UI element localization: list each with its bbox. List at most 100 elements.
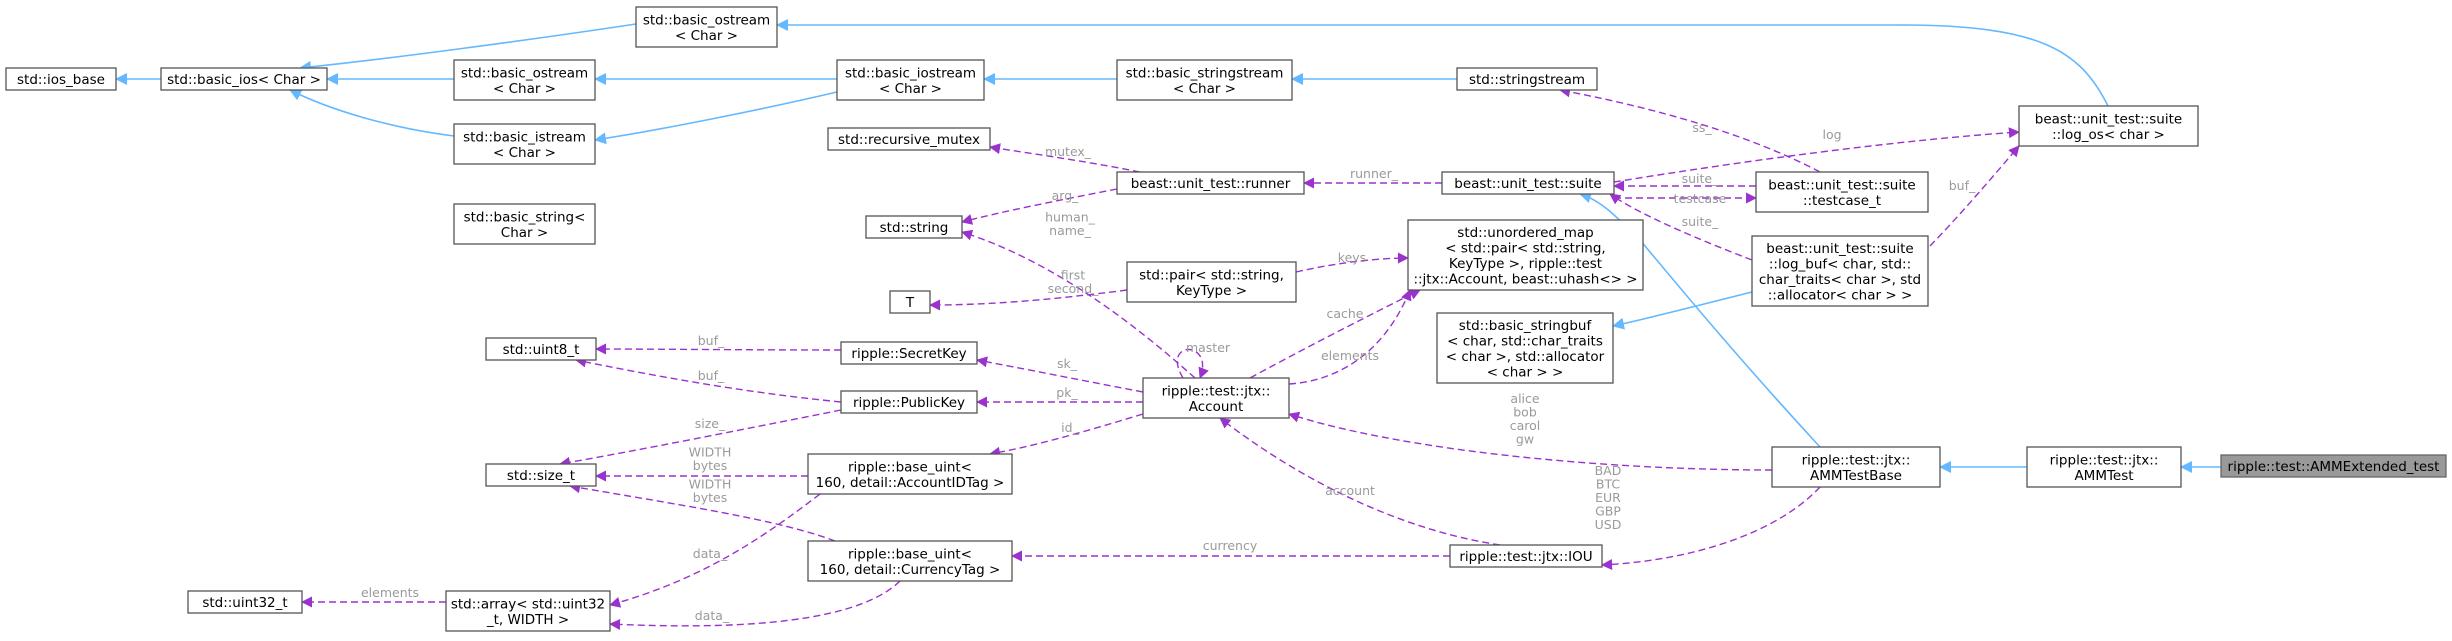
usage-edge-use-bad_usd [1601, 486, 1821, 570]
class-node-basic_istream[interactable]: std::basic_istream< Char > [453, 123, 596, 165]
class-node-box-ammtest [2026, 446, 2182, 488]
edge-labels-layer: logss_buf_mutex_runner_suite_testcasesui… [361, 120, 1976, 623]
edge-label-width1: bytes [693, 458, 727, 473]
edge-label-first_second: second_ [1048, 281, 1100, 296]
class-node-ammtestbase[interactable]: ripple::test::jtx::AMMTestBase [1771, 446, 1941, 488]
edge-label-alice: carol [1510, 418, 1541, 433]
edge-label-human_name: name_ [1049, 223, 1091, 238]
class-node-label-unordered_map: std::unordered_map [1457, 225, 1593, 241]
class-node-label-basic_stringbuf: std::basic_stringbuf [1459, 318, 1593, 334]
class-node-recursive_mutex[interactable]: std::recursive_mutex [827, 127, 991, 151]
class-node-basic_stringbuf[interactable]: std::basic_stringbuf< char, std::char_tr… [1436, 312, 1614, 384]
class-node-publickey[interactable]: ripple::PublicKey [840, 390, 978, 414]
class-node-box-uint8 [485, 337, 597, 361]
class-node-box-uint32 [187, 590, 303, 614]
class-node-array[interactable]: std::array< std::uint32_t, WIDTH > [445, 590, 611, 632]
usage-edge-use-human_name [961, 229, 1196, 379]
edge-label-bad_usd: BAD [1595, 463, 1622, 478]
class-node-basic_ostream_top[interactable]: std::basic_ostream< Char > [635, 6, 778, 48]
class-node-size_t[interactable]: std::size_t [485, 463, 597, 487]
class-node-testcase[interactable]: beast::unit_test::suite::testcase_t [1755, 171, 1929, 213]
class-node-pair[interactable]: std::pair< std::string,KeyType > [1126, 261, 1297, 303]
class-node-T[interactable]: T [889, 290, 931, 314]
edge-label-buf_pk: buf_ [698, 368, 725, 383]
class-node-label-basic_iostream: < Char > [879, 81, 942, 97]
class-node-stringstream[interactable]: std::stringstream [1456, 67, 1598, 91]
class-node-label-runner: beast::unit_test::runner [1131, 176, 1291, 192]
class-node-label-basic_string: std::basic_string< [464, 209, 586, 225]
class-node-box-stringstream [1456, 67, 1598, 91]
class-node-secretkey[interactable]: ripple::SecretKey [840, 341, 978, 365]
usage-edge-use-keys [1295, 252, 1409, 273]
class-node-label-ammtest: AMMTest [2074, 468, 2133, 484]
class-node-label-pair: std::pair< std::string, [1139, 267, 1284, 283]
class-node-basic_ios[interactable]: std::basic_ios< Char > [160, 67, 328, 91]
edge-label-sk: sk_ [1057, 356, 1078, 371]
class-node-label-basic_stringstream: std::basic_stringstream [1126, 65, 1284, 81]
edge-label-ss: ss_ [1692, 120, 1712, 135]
edge-label-first_second: first [1061, 267, 1086, 282]
usage-edge-use-width2 [569, 482, 836, 542]
class-node-label-account: Account [1189, 399, 1244, 415]
class-node-label-base_uint_cur: ripple::base_uint< [848, 546, 972, 562]
edge-label-bad_usd: USD [1595, 517, 1622, 532]
class-node-uint8[interactable]: std::uint8_t [485, 337, 597, 361]
edge-label-currency: currency [1203, 538, 1258, 553]
class-node-string[interactable]: std::string [865, 215, 963, 239]
class-node-ammextended[interactable]: ripple::test::AMMExtended_test [2220, 454, 2447, 478]
class-node-basic_iostream[interactable]: std::basic_iostream< Char > [836, 59, 985, 101]
inheritance-edge-inh-istream-basic_ios [289, 89, 455, 137]
usage-edge-use-arg [961, 188, 1118, 225]
class-node-label-base_uint_acc: ripple::base_uint< [848, 459, 972, 475]
class-node-basic_stringstream[interactable]: std::basic_stringstream< Char > [1116, 59, 1293, 101]
edge-label-mutex: mutex_ [1045, 144, 1092, 159]
edge-label-buf_log: buf_ [1949, 178, 1976, 193]
class-node-label-ammextended: ripple::test::AMMExtended_test [2228, 459, 2440, 475]
usage-edge-use-log [1613, 127, 2020, 183]
class-node-box-basic_string [453, 203, 596, 245]
class-node-label-pair: KeyType > [1176, 283, 1247, 299]
class-node-box-size_t [485, 463, 597, 487]
class-node-box-string [865, 215, 963, 239]
edge-label-size: size_ [695, 416, 726, 431]
class-node-basic_ostream_mid[interactable]: std::basic_ostream< Char > [453, 59, 596, 101]
class-node-ios_base[interactable]: std::ios_base [5, 67, 117, 91]
class-node-box-base_uint_acc [807, 453, 1013, 495]
class-node-unordered_map[interactable]: std::unordered_map< std::pair< std::stri… [1407, 219, 1644, 291]
class-node-ammtest[interactable]: ripple::test::jtx::AMMTest [2026, 446, 2182, 488]
class-node-box-ios_base [5, 67, 117, 91]
class-node-account[interactable]: ripple::test::jtx::Account [1142, 377, 1290, 419]
edge-label-keys: keys [1338, 250, 1366, 265]
class-node-base_uint_cur[interactable]: ripple::base_uint<160, detail::CurrencyT… [807, 540, 1013, 582]
class-node-uint32[interactable]: std::uint32_t [187, 590, 303, 614]
inheritance-edge-inh-log_os-basic_ostream_top [776, 19, 2109, 107]
class-node-base_uint_acc[interactable]: ripple::base_uint<160, detail::AccountID… [807, 453, 1013, 495]
class-node-label-size_t: std::size_t [507, 468, 575, 484]
class-node-label-log_os: beast::unit_test::suite [2035, 111, 2182, 127]
edge-label-testcase: testcase [1674, 191, 1727, 206]
class-node-iou[interactable]: ripple::test::jtx::IOU [1449, 544, 1603, 568]
class-node-label-account: ripple::test::jtx:: [1162, 383, 1271, 399]
class-node-label-basic_istream: std::basic_istream [463, 129, 586, 145]
edge-label-bad_usd: GBP [1595, 504, 1621, 519]
class-node-log_buf[interactable]: beast::unit_test::suite::log_buf< char, … [1751, 235, 1929, 307]
class-node-label-basic_stringstream: < Char > [1173, 81, 1236, 97]
edge-label-log: log [1822, 127, 1841, 142]
edge-label-suite1: suite_ [1682, 171, 1719, 186]
class-node-runner[interactable]: beast::unit_test::runner [1116, 171, 1305, 195]
edge-label-elements_arr: elements [361, 585, 419, 600]
class-node-basic_string[interactable]: std::basic_string<Char > [453, 203, 596, 245]
edge-label-buf_sk: buf_ [698, 333, 725, 348]
edge-label-bad_usd: EUR [1595, 490, 1621, 505]
usage-edge-use-data2 [609, 580, 901, 630]
class-node-suite[interactable]: beast::unit_test::suite [1441, 171, 1615, 195]
class-node-label-testcase: beast::unit_test::suite [1768, 177, 1915, 193]
class-node-log_os[interactable]: beast::unit_test::suite::log_os< char > [2018, 105, 2199, 147]
class-node-box-secretkey [840, 341, 978, 365]
class-node-label-basic_ostream_mid: std::basic_ostream [461, 65, 588, 81]
class-node-label-basic_iostream: std::basic_iostream [845, 65, 976, 81]
class-node-box-log_os [2018, 105, 2199, 147]
usage-edge-use-account_iou [1219, 417, 1501, 546]
class-node-label-ios_base: std::ios_base [17, 72, 105, 88]
class-node-label-basic_ostream_mid: < Char > [493, 81, 556, 97]
